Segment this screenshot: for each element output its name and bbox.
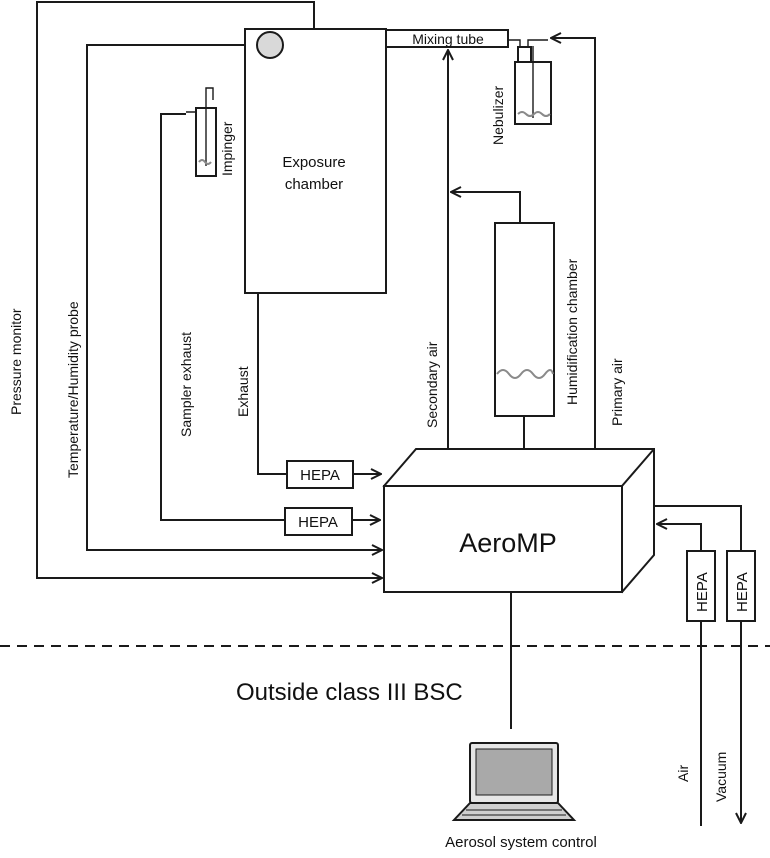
pressure-monitor-line: Pressure monitor <box>8 1 382 578</box>
temperature-humidity-probe-label: Temperature/Humidity probe <box>65 301 81 478</box>
hepa-vacuum-label: HEPA <box>734 572 751 612</box>
hepa-exhaust-label: HEPA <box>300 467 340 484</box>
secondary-air-line: Secondary air <box>424 50 448 449</box>
humidification-chamber: Humidification chamber <box>494 222 580 417</box>
exposure-chamber-label-1: Exposure <box>282 154 345 171</box>
temperature-humidity-probe-line: Temperature/Humidity probe <box>65 44 382 550</box>
pressure-monitor-label: Pressure monitor <box>8 308 24 415</box>
exposure-chamber-label-2: chamber <box>285 176 343 193</box>
secondary-air-label: Secondary air <box>424 341 440 428</box>
air-label: Air <box>675 765 691 782</box>
humidified-air-line <box>451 192 525 449</box>
sampler-exhaust-label: Sampler exhaust <box>178 332 194 437</box>
vacuum-line: HEPA Vacuum <box>655 505 756 823</box>
exposure-port-icon <box>256 31 284 59</box>
impinger-icon: Impinger <box>186 87 235 177</box>
mixing-tube: Mixing tube <box>385 29 509 48</box>
aeromp-label: AeroMP <box>459 528 557 558</box>
primary-air-line: Primary air <box>551 38 625 449</box>
impinger-label: Impinger <box>219 121 235 176</box>
exhaust-line: HEPA Exhaust <box>235 293 381 489</box>
laptop-icon <box>451 742 577 821</box>
exhaust-label: Exhaust <box>235 366 251 417</box>
hepa-filter-sampler <box>284 507 353 536</box>
air-inlet-line: HEPA Air <box>657 524 716 826</box>
mixing-tube-label: Mixing tube <box>412 31 484 47</box>
nebulizer-label: Nebulizer <box>490 86 506 145</box>
aerosol-system-control-label: Aerosol system control <box>445 834 597 851</box>
hepa-sampler-label: HEPA <box>298 514 338 531</box>
aeromp-unit: AeroMP <box>382 448 655 594</box>
exposure-chamber: Exposure chamber <box>244 28 387 294</box>
vacuum-label: Vacuum <box>713 752 729 802</box>
hepa-air-label: HEPA <box>694 572 711 612</box>
humidification-chamber-label: Humidification chamber <box>564 258 580 405</box>
primary-air-label: Primary air <box>609 358 625 426</box>
nebulizer-icon: Nebulizer <box>490 39 552 145</box>
outside-bsc-label: Outside class III BSC <box>236 679 463 706</box>
sampler-exhaust-line: HEPA Sampler exhaust <box>160 113 380 536</box>
